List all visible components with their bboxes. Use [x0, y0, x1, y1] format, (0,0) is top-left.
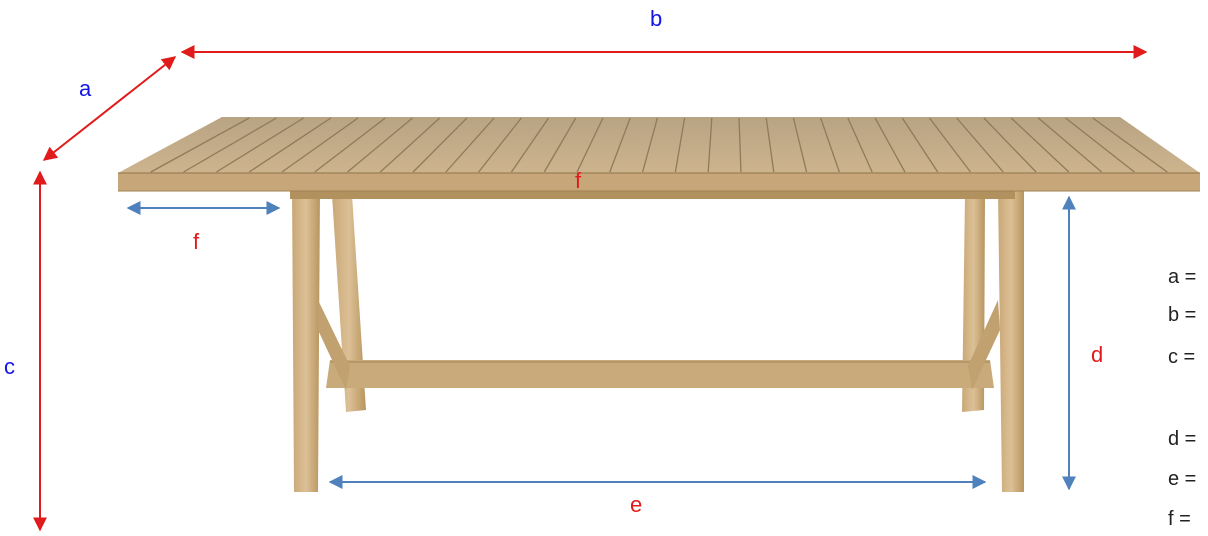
- slat-line: [281, 117, 359, 173]
- slat-line: [847, 117, 873, 173]
- slat-line: [216, 117, 304, 173]
- table-top: [118, 117, 1200, 173]
- dimension-a-arrow: [42, 56, 177, 161]
- slat-line: [707, 117, 713, 173]
- right-leg-brace: [968, 300, 1000, 390]
- slat-line: [874, 117, 906, 173]
- slat-line: [983, 117, 1037, 173]
- back-left-leg: [332, 195, 366, 412]
- label-e: e: [630, 492, 643, 517]
- slat-line: [379, 117, 441, 173]
- slat-line: [609, 117, 631, 173]
- legend-e: e =: [1168, 468, 1197, 490]
- slat-line: [183, 117, 277, 173]
- legend-a: a =: [1168, 266, 1197, 288]
- front-left-leg: [292, 190, 320, 492]
- front-right-leg: [998, 190, 1024, 492]
- slat-line: [347, 117, 413, 173]
- slat-line: [1092, 117, 1168, 173]
- label-d: d: [1091, 342, 1104, 367]
- label-f-top: f: [575, 168, 582, 193]
- slat-line: [1065, 117, 1135, 173]
- slat-line: [314, 117, 386, 173]
- slat-line: [478, 117, 522, 173]
- label-a: a: [79, 76, 92, 101]
- stretcher: [326, 360, 994, 388]
- slat-line: [248, 117, 332, 173]
- legend-b: b =: [1168, 304, 1197, 326]
- left-leg-brace: [318, 300, 350, 390]
- slat-line: [445, 117, 495, 173]
- table-image: [118, 117, 1200, 492]
- slat-line: [738, 117, 742, 173]
- label-b: b: [650, 6, 663, 31]
- label-f-side: f: [193, 229, 200, 254]
- slat-line: [576, 117, 604, 173]
- slat-line: [1010, 117, 1070, 173]
- slat-line: [674, 117, 686, 173]
- slat-line: [510, 117, 550, 173]
- slat-line: [928, 117, 972, 173]
- legend-f: f =: [1168, 508, 1191, 530]
- table-top-edge: [118, 173, 1200, 191]
- slat-line: [150, 117, 250, 173]
- slat-line: [901, 117, 939, 173]
- apron: [290, 190, 1015, 199]
- slat-line: [543, 117, 577, 173]
- slat-line: [641, 117, 659, 173]
- slat-line: [820, 117, 840, 173]
- slat-line: [412, 117, 468, 173]
- slat-line: [765, 117, 775, 173]
- label-c: c: [4, 354, 15, 379]
- slat-line: [956, 117, 1004, 173]
- legend-c: c =: [1168, 346, 1196, 368]
- slat-line: [792, 117, 808, 173]
- legend-d: d =: [1168, 428, 1197, 450]
- slat-line: [1037, 117, 1103, 173]
